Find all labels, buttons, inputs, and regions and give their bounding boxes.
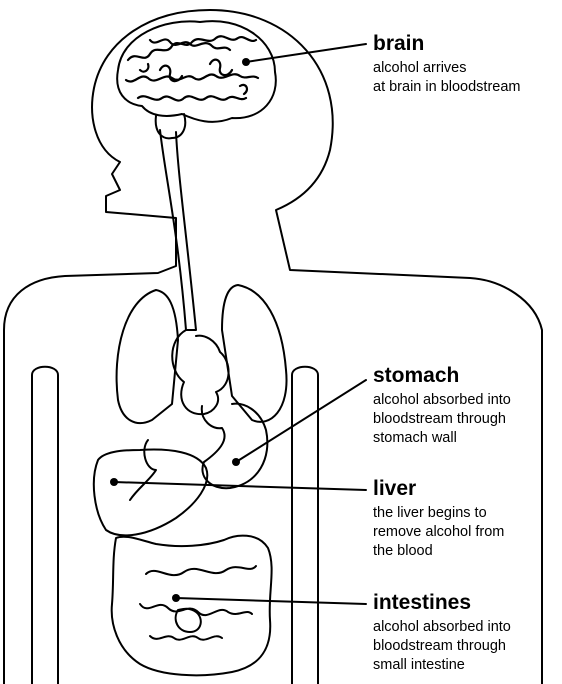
lungs: [117, 290, 178, 423]
body-outline: [4, 10, 542, 684]
stomach-callout: stomach alcohol absorbed into bloodstrea…: [373, 365, 511, 448]
brain-callout: brain alcohol arrives at brain in bloods…: [373, 33, 521, 97]
liver-pointer-line: [114, 482, 366, 490]
brain-title: brain: [373, 33, 521, 55]
left-arm: [32, 367, 58, 684]
stomach-description: alcohol absorbed into bloodstream throug…: [373, 391, 511, 448]
lungs-right: [222, 285, 287, 422]
intestines-description: alcohol absorbed into bloodstream throug…: [373, 618, 511, 675]
right-arm: [292, 367, 318, 684]
intestines-pointer-dot: [172, 594, 180, 602]
stomach-pointer-dot: [232, 458, 240, 466]
stomach-title: stomach: [373, 365, 511, 387]
intestines-shape: [112, 536, 272, 676]
stomach-shape: [172, 330, 267, 488]
liver-pointer-dot: [110, 478, 118, 486]
oesophagus: [160, 130, 196, 330]
liver-shape: [94, 440, 207, 535]
liver-description: the liver begins to remove alcohol from …: [373, 504, 504, 561]
intestines-title: intestines: [373, 592, 511, 614]
intestines-callout: intestines alcohol absorbed into bloodst…: [373, 592, 511, 675]
brain-pointer-dot: [242, 58, 250, 66]
liver-title: liver: [373, 478, 504, 500]
liver-callout: liver the liver begins to remove alcohol…: [373, 478, 504, 561]
brain-stem: [156, 114, 186, 138]
brain-description: alcohol arrives at brain in bloodstream: [373, 59, 521, 97]
